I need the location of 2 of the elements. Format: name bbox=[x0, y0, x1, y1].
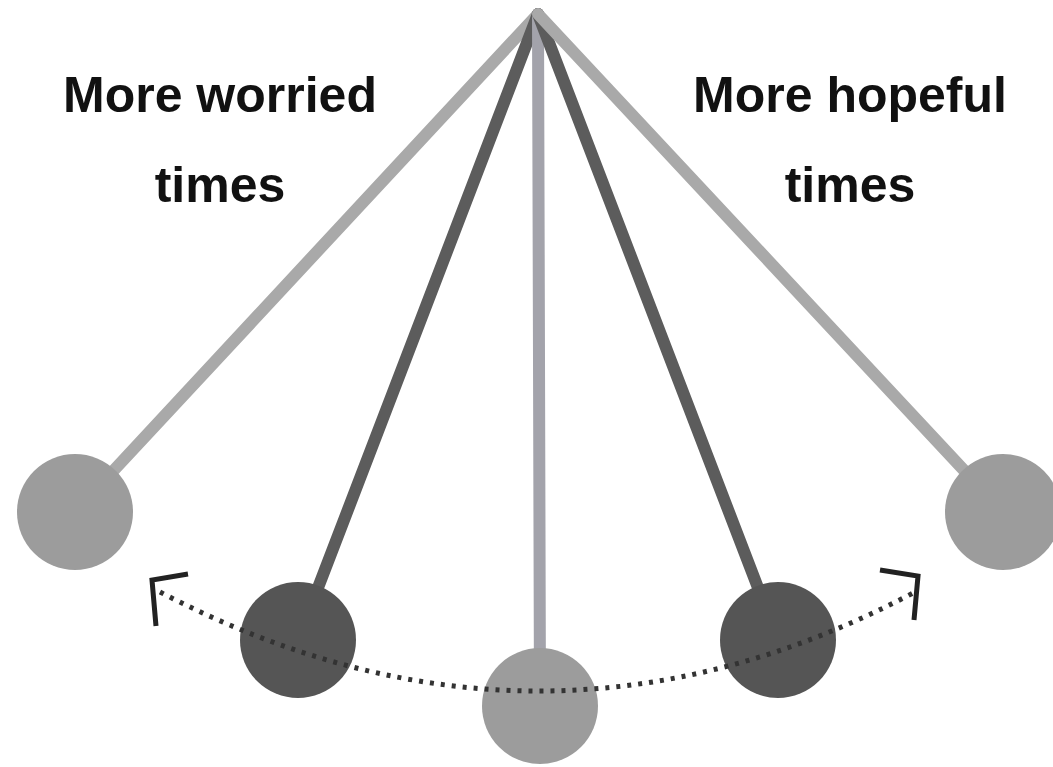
caption-text: More hopeful times bbox=[692, 66, 1008, 215]
caption-text: More worried times bbox=[62, 66, 378, 215]
